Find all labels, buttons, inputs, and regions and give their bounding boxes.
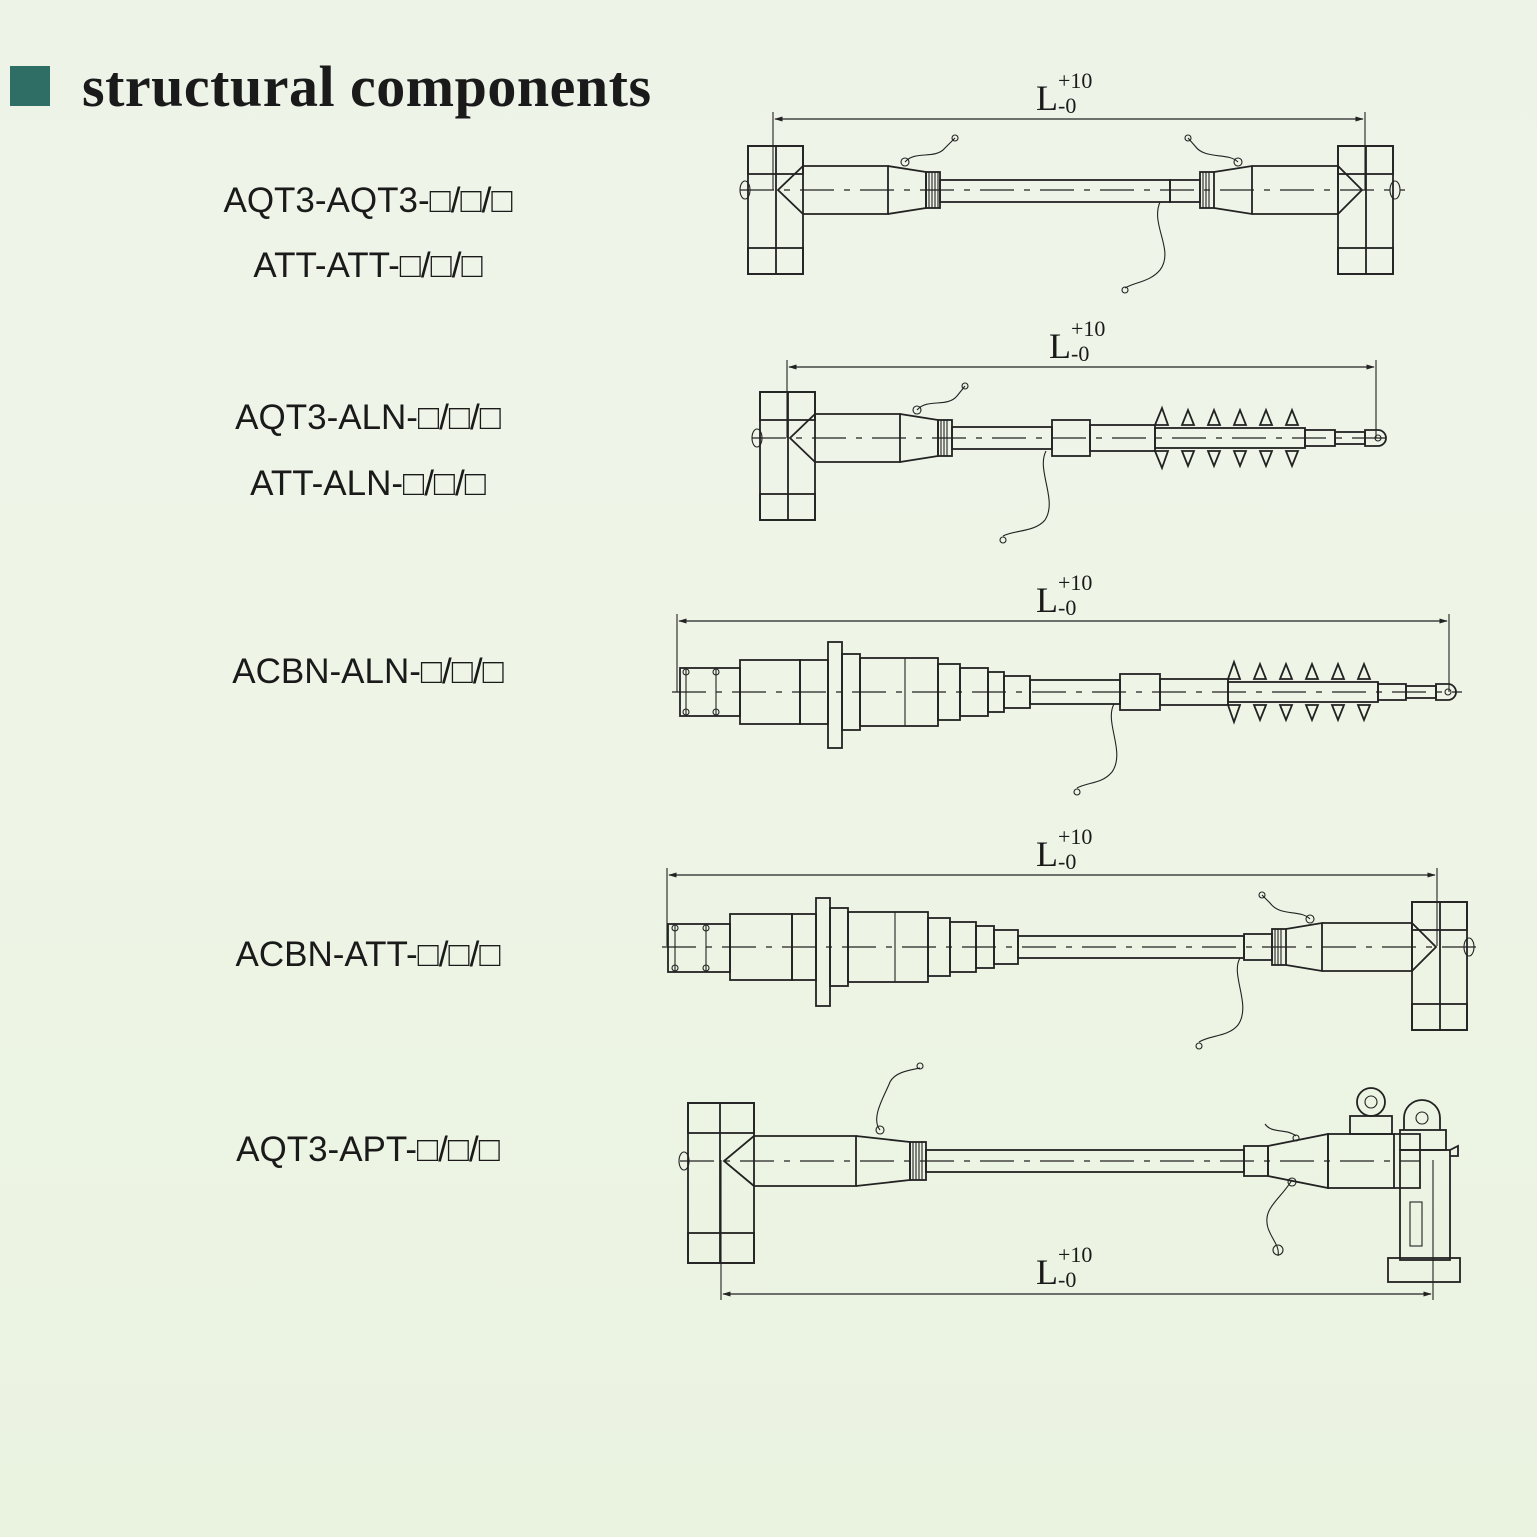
dimension-label-2: L +10 -0 (1049, 316, 1105, 366)
dim-upper-tol: +10 (1058, 824, 1092, 849)
model-label-1b: ATT-ATT-□/□/□ (253, 246, 483, 285)
drawing-aqt3-aln (751, 360, 1390, 544)
title-square-icon (10, 66, 50, 106)
drawing-aqt3-apt (678, 1062, 1461, 1300)
model-label-2b: ATT-ALN-□/□/□ (250, 464, 486, 503)
dim-upper-tol: +10 (1058, 1242, 1092, 1267)
dim-symbol: L (1036, 1252, 1058, 1292)
dimension-label-1: L +10 -0 (1036, 68, 1092, 118)
model-label-5: AQT3-APT-□/□/□ (236, 1130, 500, 1169)
dimension-label-5: L +10 -0 (1036, 1242, 1092, 1292)
drawing-acbn-att (662, 868, 1478, 1050)
drawing-aqt3-aqt3 (739, 112, 1405, 294)
page-title: structural components (82, 54, 652, 119)
dim-lower-tol: -0 (1071, 341, 1089, 366)
model-label-3: ACBN-ALN-□/□/□ (232, 652, 504, 691)
dimension-label-4: L +10 -0 (1036, 824, 1092, 874)
dim-symbol: L (1036, 78, 1058, 118)
dim-upper-tol: +10 (1058, 570, 1092, 595)
dim-lower-tol: -0 (1058, 1267, 1076, 1292)
dim-symbol: L (1049, 326, 1071, 366)
dim-symbol: L (1036, 834, 1058, 874)
dim-lower-tol: -0 (1058, 595, 1076, 620)
model-label-1a: AQT3-AQT3-□/□/□ (223, 181, 513, 220)
dim-symbol: L (1036, 580, 1058, 620)
dim-upper-tol: +10 (1058, 68, 1092, 93)
dim-lower-tol: -0 (1058, 849, 1076, 874)
model-label-4: ACBN-ATT-□/□/□ (235, 935, 501, 974)
drawing-acbn-aln (672, 614, 1462, 796)
dim-upper-tol: +10 (1071, 316, 1105, 341)
dim-lower-tol: -0 (1058, 93, 1076, 118)
dimension-label-3: L +10 -0 (1036, 570, 1092, 620)
model-label-2a: AQT3-ALN-□/□/□ (235, 398, 501, 437)
